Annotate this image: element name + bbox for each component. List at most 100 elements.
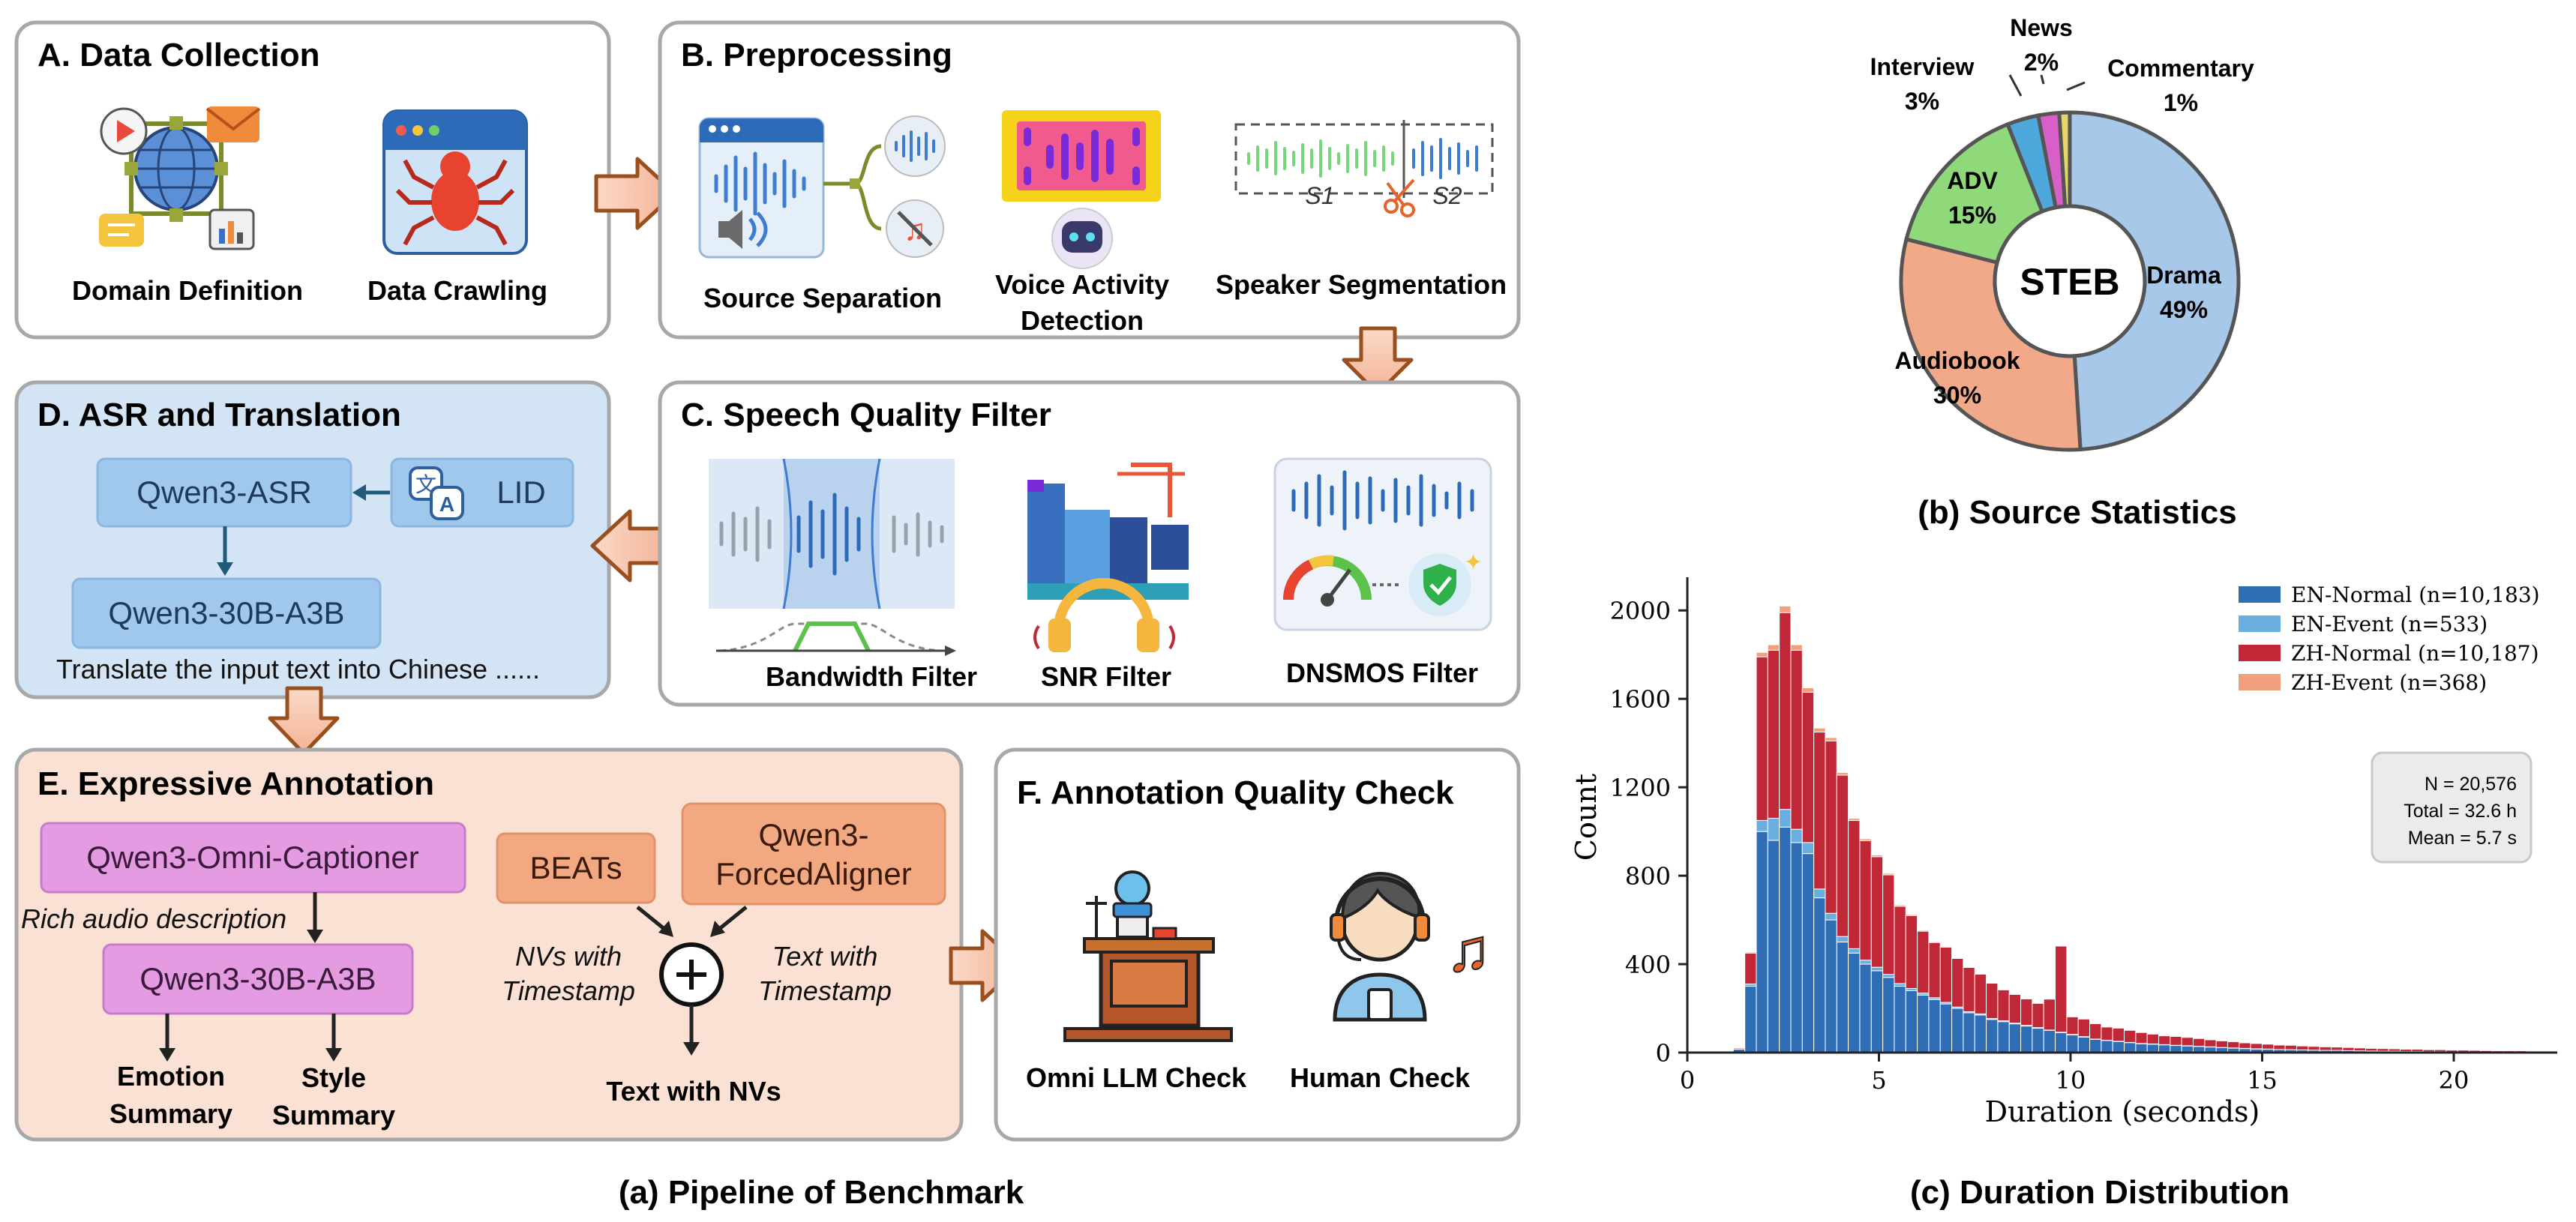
pie-label-adv: ADV (1947, 167, 1998, 194)
bar-en-event-11 (1859, 960, 1872, 965)
x-tick-label: 10 (2056, 1066, 2086, 1095)
pie-label-news: News (2010, 14, 2073, 41)
bar-zh-normal-44 (2239, 1042, 2251, 1049)
bar-zh-normal-21 (1974, 973, 1987, 1014)
bar-zh-normal-20 (1963, 966, 1975, 1012)
emotion-summary-line1: Emotion (117, 1061, 225, 1092)
bar-zh-normal-25 (2020, 998, 2033, 1026)
snr-filter-label: SNR Filter (1041, 661, 1171, 692)
arrow-a-to-b (594, 157, 677, 230)
panel-d: D. ASR and Translation Qwen3-ASR 文 A LID… (14, 380, 611, 699)
bar-en-normal-28 (2055, 1032, 2068, 1053)
bar-en-normal-21 (1974, 1014, 1987, 1053)
histogram-bars (1732, 605, 2558, 1053)
forced-aligner-line2: ForcedAligner (715, 856, 911, 891)
legend-swatch-zh-normal (2239, 645, 2281, 661)
data-crawling-label: Data Crawling (367, 275, 547, 306)
human-check-icon: ♫ (1330, 871, 1492, 1022)
bar-zh-normal-28 (2055, 945, 2068, 1033)
bar-zh-normal-56 (2377, 1048, 2389, 1052)
bar-zh-event-6 (1801, 687, 1815, 693)
segment-s2-label: S2 (1432, 182, 1462, 209)
panel-d-title: D. ASR and Translation (37, 397, 401, 433)
bar-zh-normal-6 (1801, 691, 1815, 843)
bar-zh-event-8 (1825, 737, 1837, 741)
bar-en-event-3 (1767, 817, 1780, 841)
y-tick-label: 1600 (1610, 685, 1671, 714)
pie-label-drama: Drama (2146, 262, 2221, 289)
duration-caption: (c) Duration Distribution (1910, 1174, 2290, 1211)
bar-zh-normal-24 (2008, 993, 2022, 1024)
bar-zh-normal-58 (2399, 1049, 2413, 1053)
stats-n: N = 20,576 (2425, 774, 2517, 795)
nv-ts-line2: Timestamp (502, 975, 635, 1006)
bar-zh-event-10 (1848, 817, 1861, 821)
bar-en-normal-10 (1848, 952, 1861, 1053)
legend-swatch-zh-event (2239, 674, 2281, 690)
bar-zh-normal-60 (2422, 1049, 2435, 1053)
bar-en-event-6 (1801, 842, 1815, 855)
qwen3-30b-box-d (71, 577, 382, 649)
bar-zh-event-20 (1963, 966, 1975, 968)
bar-zh-event-24 (2008, 993, 2022, 995)
bar-en-normal-7 (1813, 897, 1826, 1053)
bar-zh-event-4 (1779, 605, 1792, 613)
bar-zh-event-9 (1836, 771, 1849, 776)
speaker-segmentation-label: Speaker Segmentation (1216, 269, 1507, 300)
bar-zh-normal-53 (2342, 1047, 2355, 1051)
bar-zh-event-3 (1767, 644, 1780, 651)
bar-zh-event-22 (1986, 982, 1999, 984)
bar-zh-event-18 (1939, 945, 1953, 948)
captioner-box (40, 822, 466, 894)
bar-zh-event-7 (1813, 727, 1826, 732)
bar-zh-normal-61 (2434, 1049, 2447, 1053)
bar-zh-normal-8 (1825, 740, 1837, 914)
y-tick-label: 0 (1656, 1039, 1671, 1068)
bar-en-normal-4 (1779, 826, 1792, 1053)
rich-desc-label: Rich audio description (21, 903, 286, 934)
bar-en-event-5 (1790, 828, 1803, 843)
pie-pct-adv: 15% (1948, 202, 1996, 229)
bar-en-normal-12 (1870, 970, 1884, 1053)
bar-zh-normal-52 (2331, 1047, 2344, 1051)
panel-a: A. Data Collection Domain Definiti (14, 20, 611, 340)
bar-en-event-2 (1756, 819, 1768, 832)
panel-e-title: E. Expressive Annotation (37, 765, 434, 802)
bar-en-normal-32 (2101, 1040, 2113, 1053)
bar-en-normal-23 (1997, 1021, 2010, 1053)
bar-zh-normal-45 (2250, 1043, 2263, 1050)
bar-en-event-10 (1848, 948, 1861, 954)
bar-en-event-12 (1870, 966, 1884, 972)
bar-en-normal-24 (2008, 1023, 2022, 1053)
translate-icon: 文 A (409, 466, 464, 520)
panel-f: F. Annotation Quality Check Omni LLM Che… (994, 747, 1521, 1142)
pie-label-commentary: Commentary (2107, 55, 2254, 82)
bar-zh-event-11 (1859, 838, 1872, 842)
dnsmos-filter-label: DNSMOS Filter (1286, 657, 1478, 688)
bar-zh-normal-9 (1836, 774, 1849, 937)
bar-zh-normal-55 (2365, 1047, 2378, 1052)
bar-zh-normal-51 (2319, 1046, 2332, 1051)
bar-zh-normal-17 (1928, 942, 1941, 999)
domain-definition-label: Domain Definition (72, 275, 303, 306)
leader-commentary (2066, 81, 2086, 91)
bar-zh-normal-16 (1917, 930, 1930, 994)
svg-text:A: A (439, 493, 454, 516)
style-summary-line2: Summary (272, 1100, 395, 1131)
legend-zh-normal: ZH-Normal (n=10,187) (2291, 641, 2539, 666)
bar-zh-normal-1 (1744, 952, 1757, 985)
bar-zh-normal-57 (2388, 1048, 2401, 1052)
bar-zh-event-19 (1951, 957, 1964, 959)
bar-zh-normal-14 (1894, 906, 1906, 984)
x-tick-label: 15 (2247, 1066, 2278, 1095)
bar-zh-normal-23 (1997, 989, 2010, 1022)
y-axis-label: Count (1570, 774, 1603, 861)
x-tick-label: 5 (1871, 1066, 1886, 1095)
bar-zh-normal-36 (2146, 1033, 2160, 1044)
bar-en-normal-3 (1767, 840, 1780, 1053)
source-separation-label: Source Separation (703, 283, 942, 313)
text-with-nvs-label: Text with NVs (606, 1076, 781, 1107)
bar-zh-event-12 (1870, 854, 1884, 858)
bar-en-normal-33 (2112, 1041, 2125, 1053)
